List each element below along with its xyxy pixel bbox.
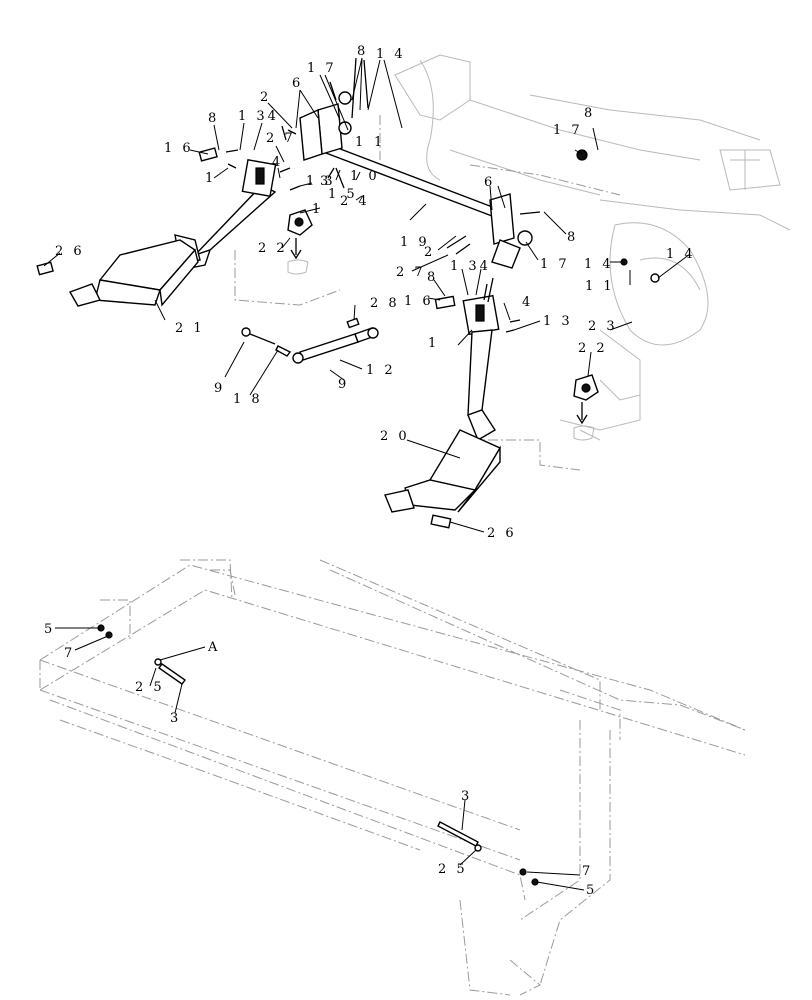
callout-18: 1 8 [233, 392, 263, 407]
callout-16: 1 6 [404, 294, 434, 309]
callout-19: 1 9 [400, 235, 430, 250]
leader-lines [43, 57, 691, 891]
callout-5: 5 [586, 883, 597, 898]
left-pedal-arm [68, 159, 277, 307]
right-pedal-arm [384, 294, 502, 513]
callout-27: 2 7 [266, 131, 296, 146]
callout-17: 1 7 [553, 123, 583, 138]
callout-22: 2 2 [578, 341, 608, 356]
callout-labels: 8 1 4 1 7 6 2 8 1 34 1 6 1 2 7 4 1 1 3 1… [44, 44, 696, 898]
callout-21: 2 1 [175, 321, 205, 336]
lower-frame [39, 559, 746, 996]
callout-26: 2 6 [487, 526, 517, 541]
spring-cylinder [292, 327, 379, 364]
callout-1: 1 [205, 171, 216, 186]
callout-22: 2 2 [258, 241, 288, 256]
callout-15: 1 5 [328, 187, 358, 202]
callout-13: 1 3 [306, 174, 336, 189]
callout-9: 9 [214, 381, 225, 396]
callout-23: 2 3 [588, 319, 618, 334]
callout-3: 3 [461, 789, 472, 804]
callout-1: 1 [355, 135, 366, 150]
callout-4: 4 [522, 295, 533, 310]
left-bracket [299, 91, 352, 161]
callout-25: 2 5 [438, 862, 468, 877]
callout-14: 1 4 [666, 247, 696, 262]
callout-26: 2 6 [55, 244, 85, 259]
callout-5: 5 [44, 622, 55, 637]
small-hardware [36, 57, 660, 529]
left-damper [287, 209, 313, 275]
callout-10: 1 0 [350, 169, 380, 184]
callout-25: 2 5 [135, 680, 165, 695]
callout-1: 1 [312, 202, 323, 217]
callout-3: 3 [320, 174, 331, 189]
callout-11: 1 1 [585, 279, 615, 294]
callout-8: 8 [567, 230, 578, 245]
callout-134: 1 34 [450, 259, 491, 274]
callout-17: 1 7 [307, 61, 337, 76]
callout-4: 4 [272, 155, 283, 170]
callout-16: 1 6 [164, 141, 194, 156]
callout-9: 9 [338, 377, 349, 392]
callout-2: 2 [424, 245, 435, 260]
callout-28: 2 8 [370, 296, 400, 311]
callout-1: 1 [374, 135, 385, 150]
callout-20: 2 0 [380, 429, 410, 444]
callout-13: 1 3 [543, 314, 573, 329]
right-bracket [489, 193, 533, 269]
callout-14: 1 4 [376, 47, 406, 62]
callout-A: A [207, 640, 220, 655]
callout-3: 3 [170, 711, 181, 726]
callout-7: 7 [64, 646, 75, 661]
callout-24: 2 4 [340, 194, 370, 209]
callout-6: 6 [484, 175, 495, 190]
background-chassis [234, 54, 791, 471]
callout-8: 8 [357, 44, 368, 59]
right-damper [573, 374, 599, 441]
callout-6: 6 [292, 76, 303, 91]
lower-hardware [97, 624, 539, 886]
callout-2: 2 [260, 90, 271, 105]
callout-12: 1 2 [366, 363, 396, 378]
callout-8: 8 [208, 111, 219, 126]
callout-1: 1 [428, 336, 439, 351]
callout-17: 1 7 [540, 257, 570, 272]
callout-27: 2 7 [396, 265, 426, 280]
callout-8: 8 [584, 106, 595, 121]
callout-14: 1 4 [584, 257, 614, 272]
callout-7: 7 [582, 864, 593, 879]
callout-8: 8 [427, 270, 438, 285]
callout-134: 1 34 [238, 109, 279, 124]
